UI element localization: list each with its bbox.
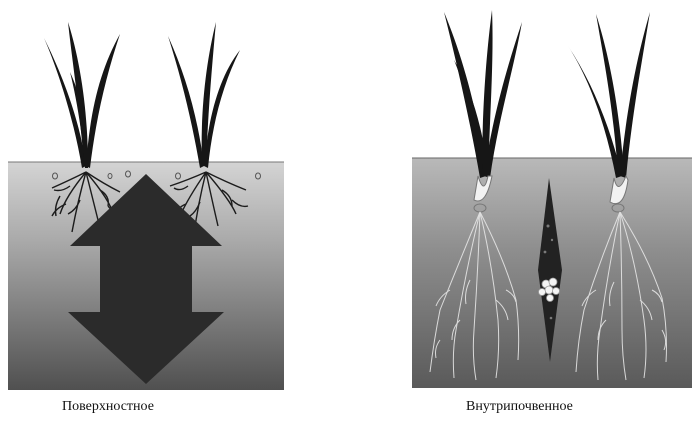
plant-right bbox=[568, 12, 650, 178]
surface-diagram bbox=[0, 0, 300, 422]
caption-subsurface: Внутрипочвенное bbox=[466, 399, 573, 415]
plant-left bbox=[444, 10, 522, 178]
subsurface-application-panel: Внутрипочвенное bbox=[400, 0, 696, 422]
plant-left bbox=[44, 22, 120, 168]
caption-surface: Поверхностное bbox=[62, 399, 154, 415]
surface-application-panel: Поверхностное bbox=[0, 0, 300, 422]
plant-right bbox=[168, 22, 240, 168]
subsurface-diagram bbox=[400, 0, 696, 422]
